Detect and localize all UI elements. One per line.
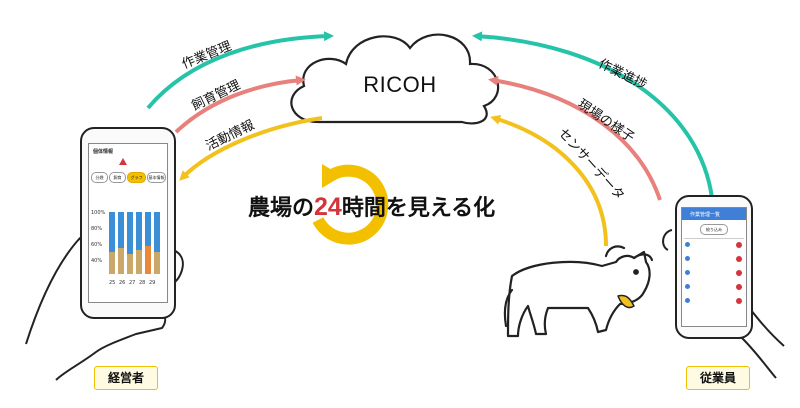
employee-phone: 作業管理一覧 絞り込み (675, 195, 753, 339)
list-item-dot (685, 256, 690, 261)
manager-phone-screen: 個体情報 分娩 飼育 グラフ 基本情報 100% 80% 60% 40% 25 … (88, 143, 168, 303)
chart-bar (145, 212, 151, 246)
headline-highlight: 24 (314, 193, 342, 221)
chart-bar (109, 212, 115, 252)
chart-bar (136, 250, 142, 274)
tab-basic-info[interactable]: 基本情報 (147, 172, 166, 183)
employee-screen-title: 作業管理一覧 (690, 212, 721, 218)
employee-phone-screen: 作業管理一覧 絞り込み (681, 207, 747, 327)
chart-bar (118, 248, 124, 274)
x-tick: 28 (139, 280, 146, 286)
manager-screen-title: 個体情報 (93, 149, 114, 155)
cow-icon (503, 245, 654, 338)
list-item-delete-icon[interactable] (736, 284, 742, 290)
divider (684, 238, 744, 239)
axis-label-40: 40% (91, 258, 103, 264)
employee-header-bar (682, 208, 746, 220)
manager-phone: 個体情報 分娩 飼育 グラフ 基本情報 100% 80% 60% 40% 25 … (80, 127, 176, 319)
headline: 農場の24時間を見える化 (248, 190, 495, 222)
cloud-shape (290, 33, 500, 125)
tab-delivery[interactable]: 分娩 (91, 172, 108, 183)
x-tick: 29 (149, 280, 156, 286)
arrow-work-progress (472, 31, 714, 199)
x-tick: 25 (109, 280, 116, 286)
chart-bar (136, 212, 142, 250)
role-tag-manager: 経営者 (94, 366, 158, 390)
x-tick: 26 (119, 280, 126, 286)
chart-bar (154, 212, 160, 252)
filter-button[interactable]: 絞り込み (700, 224, 728, 235)
list-item-delete-icon[interactable] (736, 242, 742, 248)
x-tick: 27 (129, 280, 136, 286)
arrow-sensor-data (490, 114, 608, 247)
list-item-dot (685, 242, 690, 247)
cloud-label: RICOH (363, 72, 437, 97)
chart-bar (145, 246, 151, 274)
activity-chart (107, 212, 163, 274)
list-item-dot (685, 298, 690, 303)
chart-bar (127, 212, 133, 254)
arrow-work-management (146, 31, 334, 110)
headline-before: 農場の (248, 196, 315, 221)
role-tag-employee: 従業員 (686, 366, 750, 390)
chart-bar (154, 252, 160, 274)
chart-bar (127, 254, 133, 274)
list-item-dot (685, 284, 690, 289)
alert-icon (119, 158, 127, 165)
list-item-delete-icon[interactable] (736, 298, 742, 304)
chart-bar (118, 212, 124, 248)
tab-graph[interactable]: グラフ (127, 172, 146, 183)
arrow-breeding-management (174, 75, 306, 134)
axis-label-100: 100% (91, 210, 106, 216)
headline-after: 時間を見える化 (341, 196, 496, 221)
arrow-site-status (488, 76, 662, 201)
axis-label-60: 60% (91, 242, 103, 248)
axis-label-80: 80% (91, 226, 103, 232)
list-item-delete-icon[interactable] (736, 270, 742, 276)
arrow-activity-info (179, 116, 323, 181)
chart-bar (109, 252, 115, 274)
cycle-icon (312, 164, 389, 245)
list-item-dot (685, 270, 690, 275)
tab-breeding[interactable]: 飼育 (109, 172, 126, 183)
list-item-delete-icon[interactable] (736, 256, 742, 262)
